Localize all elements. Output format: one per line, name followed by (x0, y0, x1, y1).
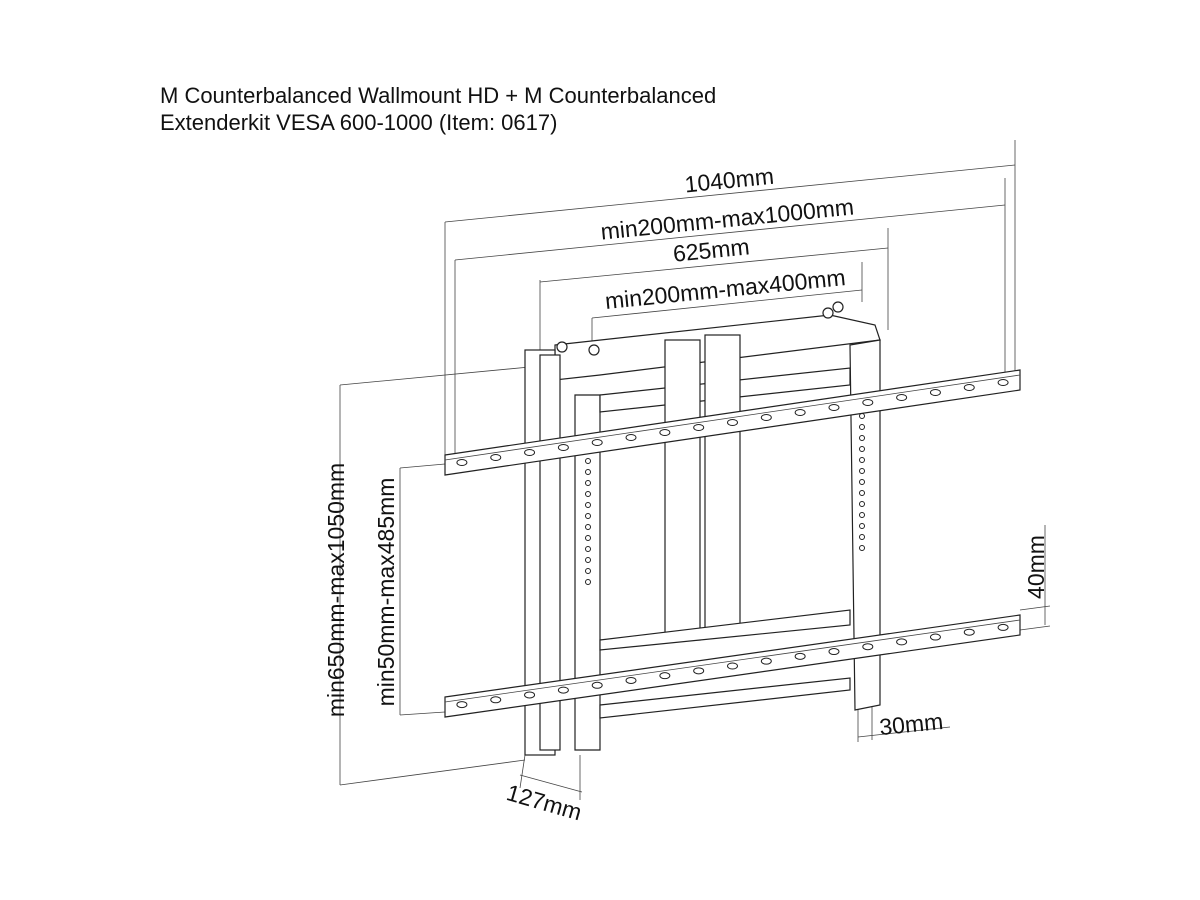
bar-slot (862, 643, 874, 651)
upright-hole (859, 446, 865, 452)
bar-slot (760, 657, 772, 665)
upright-hole (859, 457, 865, 463)
upright-hole (859, 501, 865, 507)
dim-bar-height: 40mm (1023, 535, 1049, 599)
bar-slot (997, 379, 1009, 386)
upright-hole (859, 545, 865, 551)
upright-hole (585, 557, 591, 563)
upright-hole (585, 568, 591, 574)
bar-slot (557, 444, 569, 451)
dim-vesa-height-range: min50mm-max485mm (373, 478, 399, 707)
bottom-extender-bar (444, 614, 1021, 718)
bar-slot (456, 459, 468, 466)
upright-hole (585, 480, 591, 486)
bar-slot (591, 439, 603, 446)
bar-slot (659, 672, 671, 680)
upright-hole (859, 424, 865, 430)
bar-slot (727, 419, 738, 426)
bar-slot (896, 638, 908, 646)
title-line-1: M Counterbalanced Wallmount HD + M Count… (160, 83, 717, 108)
upright-hole (859, 435, 865, 441)
upright-hole (585, 524, 591, 530)
upright-hole (585, 469, 591, 475)
upright-hole (585, 502, 591, 508)
bar-slot (490, 696, 502, 704)
bar-slot (929, 389, 941, 396)
upright-hole (859, 468, 865, 474)
bar-slot (456, 701, 468, 709)
bar-slot (659, 429, 671, 436)
dim-frame-width: 625mm (672, 233, 751, 266)
bar-slot (591, 681, 603, 689)
bar-slot (929, 633, 941, 641)
upright-hole (585, 458, 591, 464)
dimension-lines (339, 140, 1051, 800)
dim-overall-width: 1040mm (683, 163, 775, 198)
upright-hole (859, 490, 865, 496)
upright-hole (859, 523, 865, 529)
dim-overall-height-range: min650mm-max1050mm (323, 463, 349, 717)
diagram-title: M Counterbalanced Wallmount HD + M Count… (160, 82, 716, 136)
bar-slot (625, 676, 637, 684)
upright-hole (859, 512, 865, 518)
bar-slot (693, 424, 705, 431)
dim-bar-depth: 30mm (878, 708, 944, 740)
dim-wall-depth: 127mm (504, 779, 585, 825)
bar-slot (828, 404, 840, 411)
bar-slot (524, 691, 536, 699)
bar-slot (997, 623, 1009, 631)
dim-frame-vesa-range: min200mm-max400mm (604, 264, 847, 314)
upright-hole (859, 479, 865, 485)
bar-slot (896, 394, 908, 401)
bar-slot (557, 686, 569, 694)
upright-hole (859, 534, 865, 540)
bar-slot (963, 628, 975, 636)
upright-hole (585, 491, 591, 497)
bar-slot (524, 449, 536, 456)
upright-hole (585, 535, 591, 541)
upright-hole (585, 546, 591, 552)
upright-hole (585, 579, 591, 585)
bar-slot (794, 409, 806, 416)
bar-slot (727, 662, 738, 670)
bar-slot (760, 414, 772, 421)
bar-slot (693, 667, 705, 675)
bar-slot (828, 648, 840, 656)
title-line-2: Extenderkit VESA 600-1000 (Item: 0617) (160, 110, 558, 135)
bar-slot (963, 384, 975, 391)
bar-slot (625, 434, 637, 441)
bar-slot (490, 454, 502, 461)
bar-slot (794, 652, 806, 660)
top-extender-bar (444, 369, 1021, 476)
upright-hole (859, 413, 865, 419)
upright-hole (585, 513, 591, 519)
bar-slot (862, 399, 874, 406)
